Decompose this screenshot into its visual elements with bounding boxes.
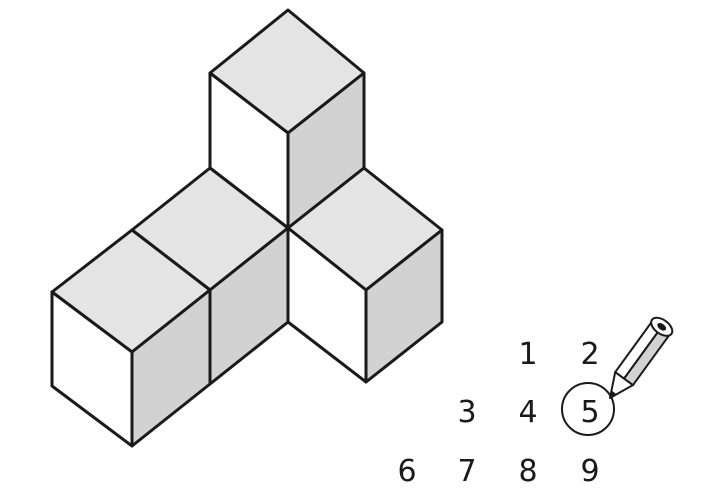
answer-choices: 1 2 3 4 5 6 7 8 9 [397,337,615,489]
choice-7[interactable]: 7 [457,454,476,489]
choice-8[interactable]: 8 [518,454,537,489]
choice-2[interactable]: 2 [580,337,599,372]
cube-top [208,8,366,230]
choice-1[interactable]: 1 [518,337,537,372]
choice-5[interactable]: 5 [580,395,599,430]
pencil-lead [610,390,617,398]
cube-right [286,166,444,384]
pencil-icon [609,316,674,399]
choice-3[interactable]: 3 [457,395,476,430]
selection-circle [561,382,615,436]
pencil-end-core [657,322,667,331]
choice-9[interactable]: 9 [580,454,599,489]
cube-front [50,228,212,448]
cube-front-right-face [130,288,212,448]
cube-right-right-face [364,228,444,384]
choice-6[interactable]: 6 [397,454,416,489]
choice-4[interactable]: 4 [518,395,537,430]
